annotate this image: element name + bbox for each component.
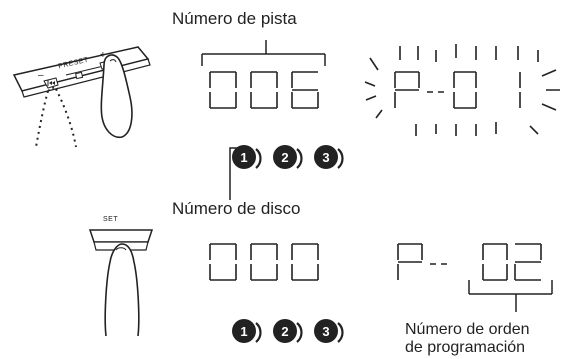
disc-indicators-top: 1 2 3 xyxy=(232,145,344,169)
svg-text:1: 1 xyxy=(240,324,247,339)
svg-text:2: 2 xyxy=(281,150,288,165)
disc-3-icon: 3 xyxy=(314,319,344,343)
svg-text:1: 1 xyxy=(240,150,247,165)
disc-2-icon: 2 xyxy=(273,319,303,343)
program-order-label-line1: Número de orden xyxy=(405,321,530,338)
disc-number-pointer xyxy=(229,147,244,200)
remote-minus-text: – xyxy=(38,70,45,81)
remote-hand-icon xyxy=(12,46,151,148)
display-bottom xyxy=(209,243,553,312)
svg-text:2: 2 xyxy=(281,324,288,339)
disc-1-icon: 1 xyxy=(232,145,262,169)
program-order-label-line2: de programación xyxy=(405,339,526,356)
display-top xyxy=(201,40,560,136)
track-number-label: Número de pista xyxy=(172,9,297,28)
disc-1-icon: 1 xyxy=(232,319,262,343)
set-button-hand-icon xyxy=(88,229,154,337)
set-button-text: SET xyxy=(103,216,119,223)
disc-2-icon: 2 xyxy=(273,145,303,169)
disc-3-icon: 3 xyxy=(314,145,344,169)
disc-indicators-bottom: 1 2 3 xyxy=(232,319,344,343)
svg-text:3: 3 xyxy=(322,150,329,165)
remote-plus-text: + xyxy=(100,50,107,61)
svg-text:3: 3 xyxy=(322,324,329,339)
disc-number-label: Número de disco xyxy=(172,199,301,218)
